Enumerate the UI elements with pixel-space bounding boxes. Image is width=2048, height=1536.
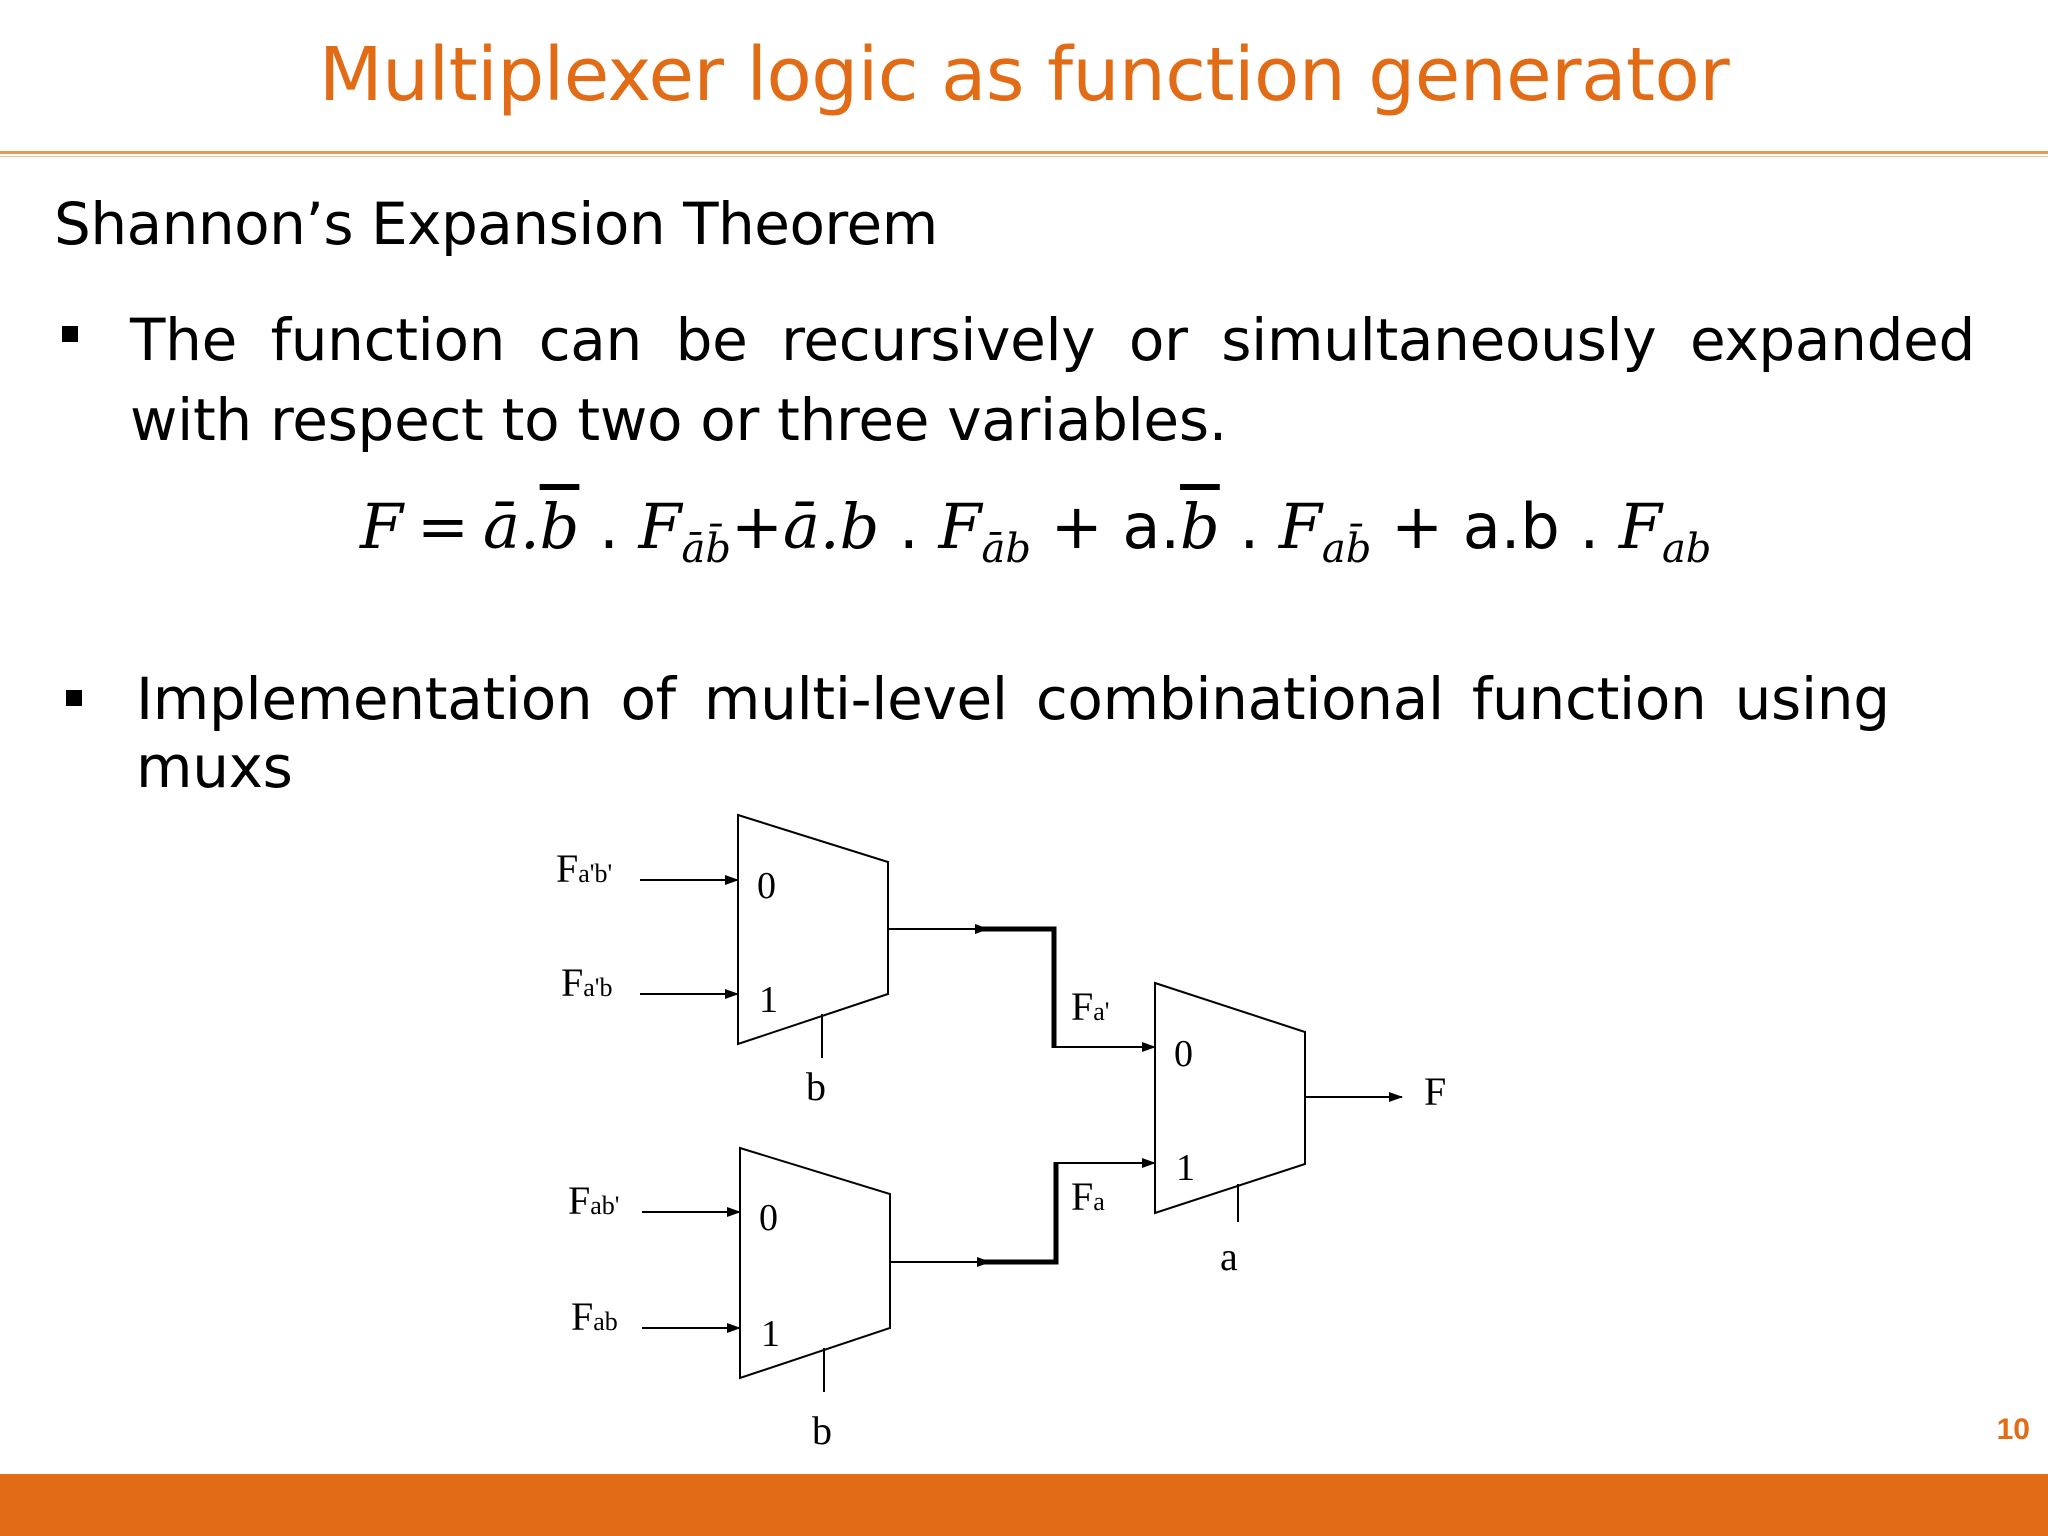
mux-bottom-out-label: Fa [1071, 1174, 1105, 1219]
mux-bottom-sel1: 1 [761, 1313, 780, 1355]
bullet-square-icon [62, 326, 78, 342]
mux-top-output-wire [978, 926, 1057, 1048]
mux-bottom-in1-label: Fab [571, 1294, 618, 1339]
mux-final-out-label: F [1424, 1069, 1446, 1114]
mux-final-select-label: a [1220, 1234, 1238, 1279]
term-1-literals: ā.b [482, 490, 580, 563]
mux-top-sel1: 1 [759, 979, 778, 1021]
mux-bottom-output-wire [980, 1162, 1059, 1265]
slide-title: Multiplexer logic as function generator [318, 32, 1730, 118]
title-divider [0, 151, 2048, 154]
bullet-text-2: Implementation of multi-level combinatio… [136, 665, 1890, 801]
shannon-equation: F=ā.b . Fāb̄+ā.b . Fāb + a.b . Fab̄ + a.… [360, 490, 1712, 572]
mux-bottom-in0-label: Fab' [568, 1178, 619, 1223]
mux-top-select-label: b [806, 1064, 826, 1109]
mux-bottom-body [739, 1146, 891, 1380]
footer-bar [0, 1474, 2048, 1536]
mux-top-sel0: 0 [757, 865, 776, 907]
mux-bottom-select-label: b [812, 1408, 832, 1453]
mux-final-body [1154, 981, 1306, 1215]
bullet-square-icon [66, 690, 82, 706]
mux-top-body [737, 813, 889, 1046]
title-divider-thin [0, 156, 2048, 157]
mux-top-in1-label: Fa'b [561, 960, 612, 1005]
mux-final-sel1: 1 [1176, 1147, 1195, 1189]
mux-final-sel0: 0 [1174, 1033, 1193, 1075]
mux-top-out-label: Fa' [1071, 984, 1109, 1029]
bullet-text-1: The function can be recursively or simul… [130, 306, 1975, 454]
mux-bottom-sel0: 0 [759, 1197, 778, 1239]
page-number: 10 [1996, 1413, 2030, 1446]
mux-top-in0-label: Fa'b' [556, 846, 612, 891]
slide-subtitle: Shannon’s Expansion Theorem [54, 190, 938, 258]
